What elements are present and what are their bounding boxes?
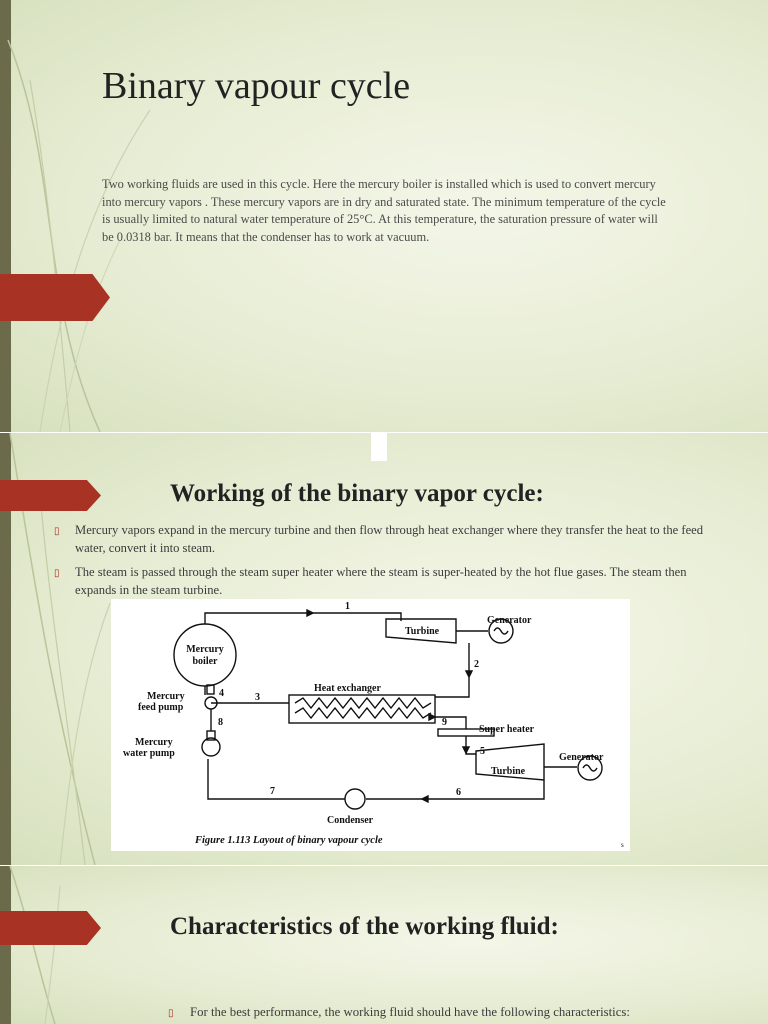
label-mercury-feed-pump-1: Mercury [147, 691, 185, 702]
state-number-8: 8 [218, 717, 223, 728]
generator-top-shape [488, 618, 514, 644]
state-number-7: 7 [270, 786, 275, 797]
bullet-text: Mercury vapors expand in the mercury tur… [75, 523, 704, 555]
state-number-1: 1 [345, 601, 350, 612]
label-generator-top: Generator [487, 615, 532, 626]
bullet-icon: ▯ [54, 526, 60, 537]
condenser-shape [344, 788, 366, 810]
bullet-text: The steam is passed through the steam su… [75, 565, 687, 597]
binary-vapour-cycle-diagram: Mercury boiler Turbine Generator Heat ex… [111, 599, 630, 851]
bullet-item: ▯ For the best performance, the working … [168, 1004, 758, 1022]
bullet-text: For the best performance, the working fl… [190, 1005, 630, 1019]
bullet-list: ▯ Mercury vapors expand in the mercury t… [54, 522, 714, 606]
label-super-heater: Super heater [479, 724, 535, 735]
label-generator-bottom: Generator [559, 752, 604, 763]
state-number-2: 2 [474, 659, 479, 670]
white-marker [371, 433, 387, 461]
turbine-top-shape [385, 618, 457, 644]
state-number-9: 9 [442, 717, 447, 728]
label-mercury-water-pump-2: water pump [123, 748, 175, 759]
label-heat-exchanger: Heat exchanger [314, 683, 381, 694]
state-number-3: 3 [255, 692, 260, 703]
slide-title: Characteristics of the working fluid: [170, 913, 559, 940]
left-sidebar-bar [0, 866, 11, 1024]
accent-arrow-tab [0, 480, 101, 511]
slide-title: Binary vapour cycle [102, 65, 411, 107]
label-mercury-water-pump-1: Mercury [135, 737, 173, 748]
left-sidebar-bar [0, 433, 11, 865]
label-mercury-feed-pump-2: feed pump [138, 702, 184, 713]
generator-bottom-shape [577, 755, 603, 781]
bullet-icon: ▯ [54, 568, 60, 579]
corner-mark: s [621, 841, 624, 849]
mercury-water-pump-shape [201, 737, 221, 757]
accent-arrow-tab [0, 274, 110, 321]
label-turbine-top: Turbine [405, 626, 440, 637]
slide-3: Characteristics of the working fluid: ▯ … [0, 866, 768, 1024]
figure-caption: Figure 1.113 Layout of binary vapour cyc… [194, 835, 383, 846]
accent-arrow-tab [0, 911, 101, 945]
label-mercury-boiler-2: boiler [193, 656, 219, 667]
bullet-list: ▯ For the best performance, the working … [168, 1004, 758, 1024]
bullet-icon: ▯ [168, 1008, 174, 1019]
label-turbine-bottom: Turbine [491, 766, 526, 777]
left-sidebar-bar [0, 0, 11, 432]
state-number-6: 6 [456, 787, 461, 798]
slide-body-text: Two working fluids are used in this cycl… [102, 177, 666, 244]
bullet-item: ▯ The steam is passed through the steam … [54, 564, 714, 599]
heat-exchanger-shape [288, 694, 436, 724]
bullet-item: ▯ Mercury vapors expand in the mercury t… [54, 522, 714, 557]
slide-1: Binary vapour cycle Two working fluids a… [0, 0, 768, 432]
state-number-5: 5 [480, 746, 485, 757]
state-number-4: 4 [219, 688, 224, 699]
label-mercury-boiler-1: Mercury [186, 644, 224, 655]
mercury-boiler-shape [173, 623, 237, 687]
slide-title: Working of the binary vapor cycle: [170, 480, 544, 507]
decorative-curves [9, 866, 61, 1024]
slide-2: Working of the binary vapor cycle: ▯ Mer… [0, 433, 768, 865]
label-condenser: Condenser [327, 815, 374, 826]
